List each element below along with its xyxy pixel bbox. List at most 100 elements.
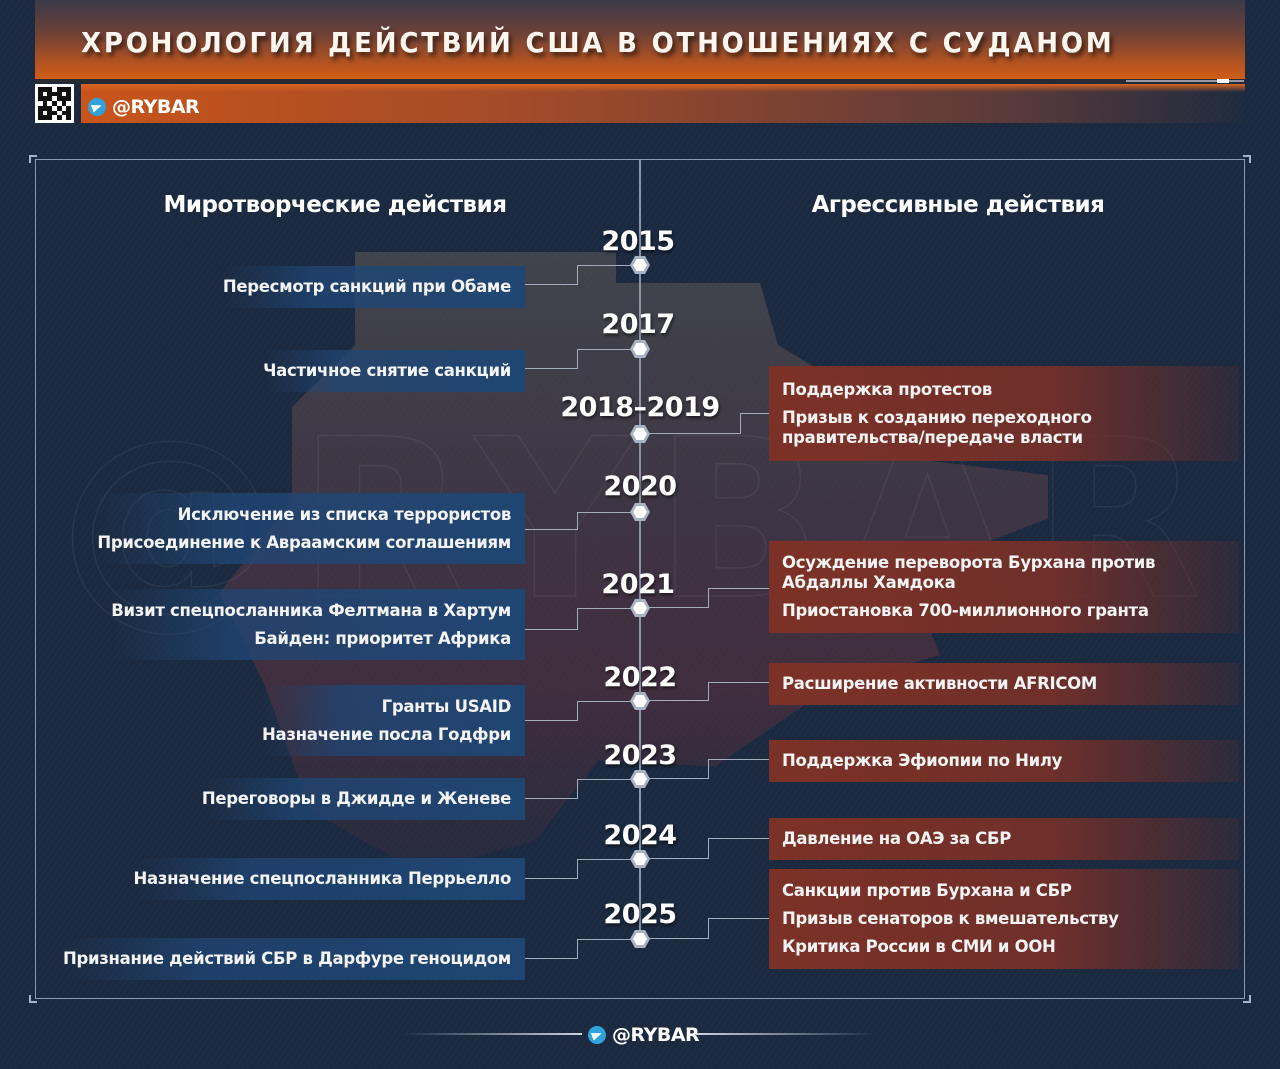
timeline-node-2017: [630, 340, 650, 358]
timeline-node-2015: [630, 256, 650, 274]
footer-divider-right: [696, 1033, 876, 1035]
aggressive-item: Санкции против Бурхана и СБР: [782, 881, 1072, 900]
connector-line: [709, 838, 769, 839]
connector-line: [578, 701, 633, 702]
connector-line: [578, 859, 633, 860]
page-title: ХРОНОЛОГИЯ ДЕЙСТВИЙ США В ОТНОШЕНИЯХ С С…: [81, 26, 1115, 59]
aggressive-box-2023: Поддержка Эфиопии по Нилу: [769, 740, 1239, 782]
frame-corner: [29, 995, 37, 1003]
year-label-2017: 2017: [601, 309, 675, 340]
peace-item: Назначение спецпосланника Перрьелло: [133, 869, 511, 888]
peace-box-2020: Исключение из списка террористов Присоед…: [97, 493, 525, 564]
connector-line: [578, 779, 633, 780]
year-label-2020: 2020: [603, 471, 677, 502]
telegram-icon: [588, 1026, 606, 1044]
aggressive-box-2022: Расширение активности AFRICOM: [769, 663, 1239, 705]
connector-line: [525, 701, 578, 721]
connector-line: [525, 265, 578, 285]
connector-line: [525, 859, 578, 879]
connector-line: [525, 939, 578, 959]
peace-item: Назначение посла Годфри: [262, 724, 511, 744]
peace-box-2015: Пересмотр санкций при Обаме: [222, 266, 525, 308]
connector-line: [578, 939, 633, 940]
timeline-node-2020: [630, 503, 650, 521]
aggressive-item: Расширение активности AFRICOM: [782, 674, 1098, 693]
connector-line: [647, 682, 709, 701]
aggressive-item: Критика России в СМИ и ООН: [782, 937, 1056, 956]
connector-line: [578, 608, 633, 609]
aggressive-item: Призыв сенаторов к вмешательству: [782, 909, 1119, 928]
aggressive-item: Поддержка Эфиопии по Нилу: [782, 751, 1063, 770]
connector-line: [709, 588, 769, 589]
timeline-node-2025: [630, 930, 650, 948]
peace-item: Присоединение к Авраамским соглашениям: [97, 532, 511, 552]
timeline-node-2022: [630, 692, 650, 710]
column-heading-aggressive: Агрессивные действия: [811, 192, 1105, 218]
peace-item: Исключение из списка террористов: [177, 504, 512, 524]
header-divider: [35, 79, 1245, 83]
connector-line: [647, 918, 709, 939]
brand-handle-text: @RYBAR: [112, 96, 200, 118]
peace-box-2022: Гранты USAID Назначение посла Годфри: [262, 685, 525, 756]
footer-divider-left: [402, 1033, 582, 1035]
peace-box-2017: Частичное снятие санкций: [263, 350, 525, 392]
frame-corner: [29, 155, 37, 163]
connector-line: [647, 588, 709, 608]
peace-item: Гранты USAID: [381, 696, 512, 716]
header-divider-knob: [1217, 79, 1229, 83]
connector-line: [741, 413, 769, 414]
qr-code-icon[interactable]: [35, 84, 74, 123]
connector-line: [709, 682, 769, 683]
timeline-axis: [639, 160, 641, 940]
peace-item: Пересмотр санкций при Обаме: [222, 277, 511, 296]
brand-handle-bottom[interactable]: @RYBAR: [588, 1024, 700, 1046]
peace-item: Переговоры в Джидде и Женеве: [201, 789, 511, 808]
year-label-2015: 2015: [601, 226, 675, 257]
connector-line: [647, 838, 709, 859]
connector-line: [525, 779, 578, 799]
timeline-node-2018-2019: [630, 425, 650, 443]
year-label-2024: 2024: [603, 820, 677, 851]
year-label-2022: 2022: [603, 662, 677, 693]
connector-line: [525, 608, 578, 630]
peace-item: Байден: приоритет Африка: [254, 628, 511, 648]
brand-handle-top[interactable]: @RYBAR: [88, 96, 200, 118]
peace-box-2024: Назначение спецпосланника Перрьелло: [133, 858, 525, 900]
aggressive-item: Призыв к созданию переходного правительс…: [782, 407, 1092, 447]
peace-box-2021: Визит спецпосланника Фелтмана в Хартум Б…: [111, 589, 525, 660]
aggressive-box-2021: Осуждение переворота Бурхана против Абда…: [769, 541, 1239, 633]
peace-item: Визит спецпосланника Фелтмана в Хартум: [111, 600, 511, 620]
year-label-2023: 2023: [603, 740, 677, 771]
timeline-node-2023: [630, 770, 650, 788]
connector-line: [578, 349, 633, 350]
connector-line: [647, 759, 709, 779]
year-label-2021: 2021: [601, 569, 675, 600]
brand-bar-highlight: [81, 84, 1245, 92]
connector-line: [578, 512, 633, 513]
peace-item: Частичное снятие санкций: [263, 361, 511, 380]
header-divider-accent: [1126, 80, 1244, 82]
aggressive-item: Поддержка протестов: [782, 379, 993, 399]
connector-line: [709, 759, 769, 760]
aggressive-box-2024: Давление на ОАЭ за СБР: [769, 818, 1239, 860]
content-frame: [35, 159, 1245, 999]
connector-line: [709, 918, 769, 919]
frame-corner: [1243, 155, 1251, 163]
header-banner: ХРОНОЛОГИЯ ДЕЙСТВИЙ США В ОТНОШЕНИЯХ С С…: [35, 0, 1245, 80]
peace-item: Признание действий СБР в Дарфуре геноцид…: [62, 949, 511, 968]
aggressive-item: Приостановка 700-миллионного гранта: [782, 601, 1149, 620]
year-label-2018-2019: 2018–2019: [560, 392, 720, 423]
telegram-icon: [88, 98, 106, 116]
timeline-node-2024: [630, 850, 650, 868]
frame-corner: [1243, 995, 1251, 1003]
connector-line: [525, 349, 578, 369]
peace-box-2023: Переговоры в Джидде и Женеве: [201, 778, 525, 820]
brand-handle-text: @RYBAR: [612, 1024, 700, 1046]
column-heading-peace: Миротворческие действия: [163, 192, 507, 218]
connector-line: [525, 512, 578, 530]
year-label-2025: 2025: [603, 899, 677, 930]
connector-line: [647, 413, 741, 434]
connector-line: [578, 265, 633, 266]
aggressive-item: Осуждение переворота Бурхана против Абда…: [782, 553, 1156, 592]
aggressive-box-2018-2019: Поддержка протестов Призыв к созданию пе…: [769, 366, 1239, 461]
